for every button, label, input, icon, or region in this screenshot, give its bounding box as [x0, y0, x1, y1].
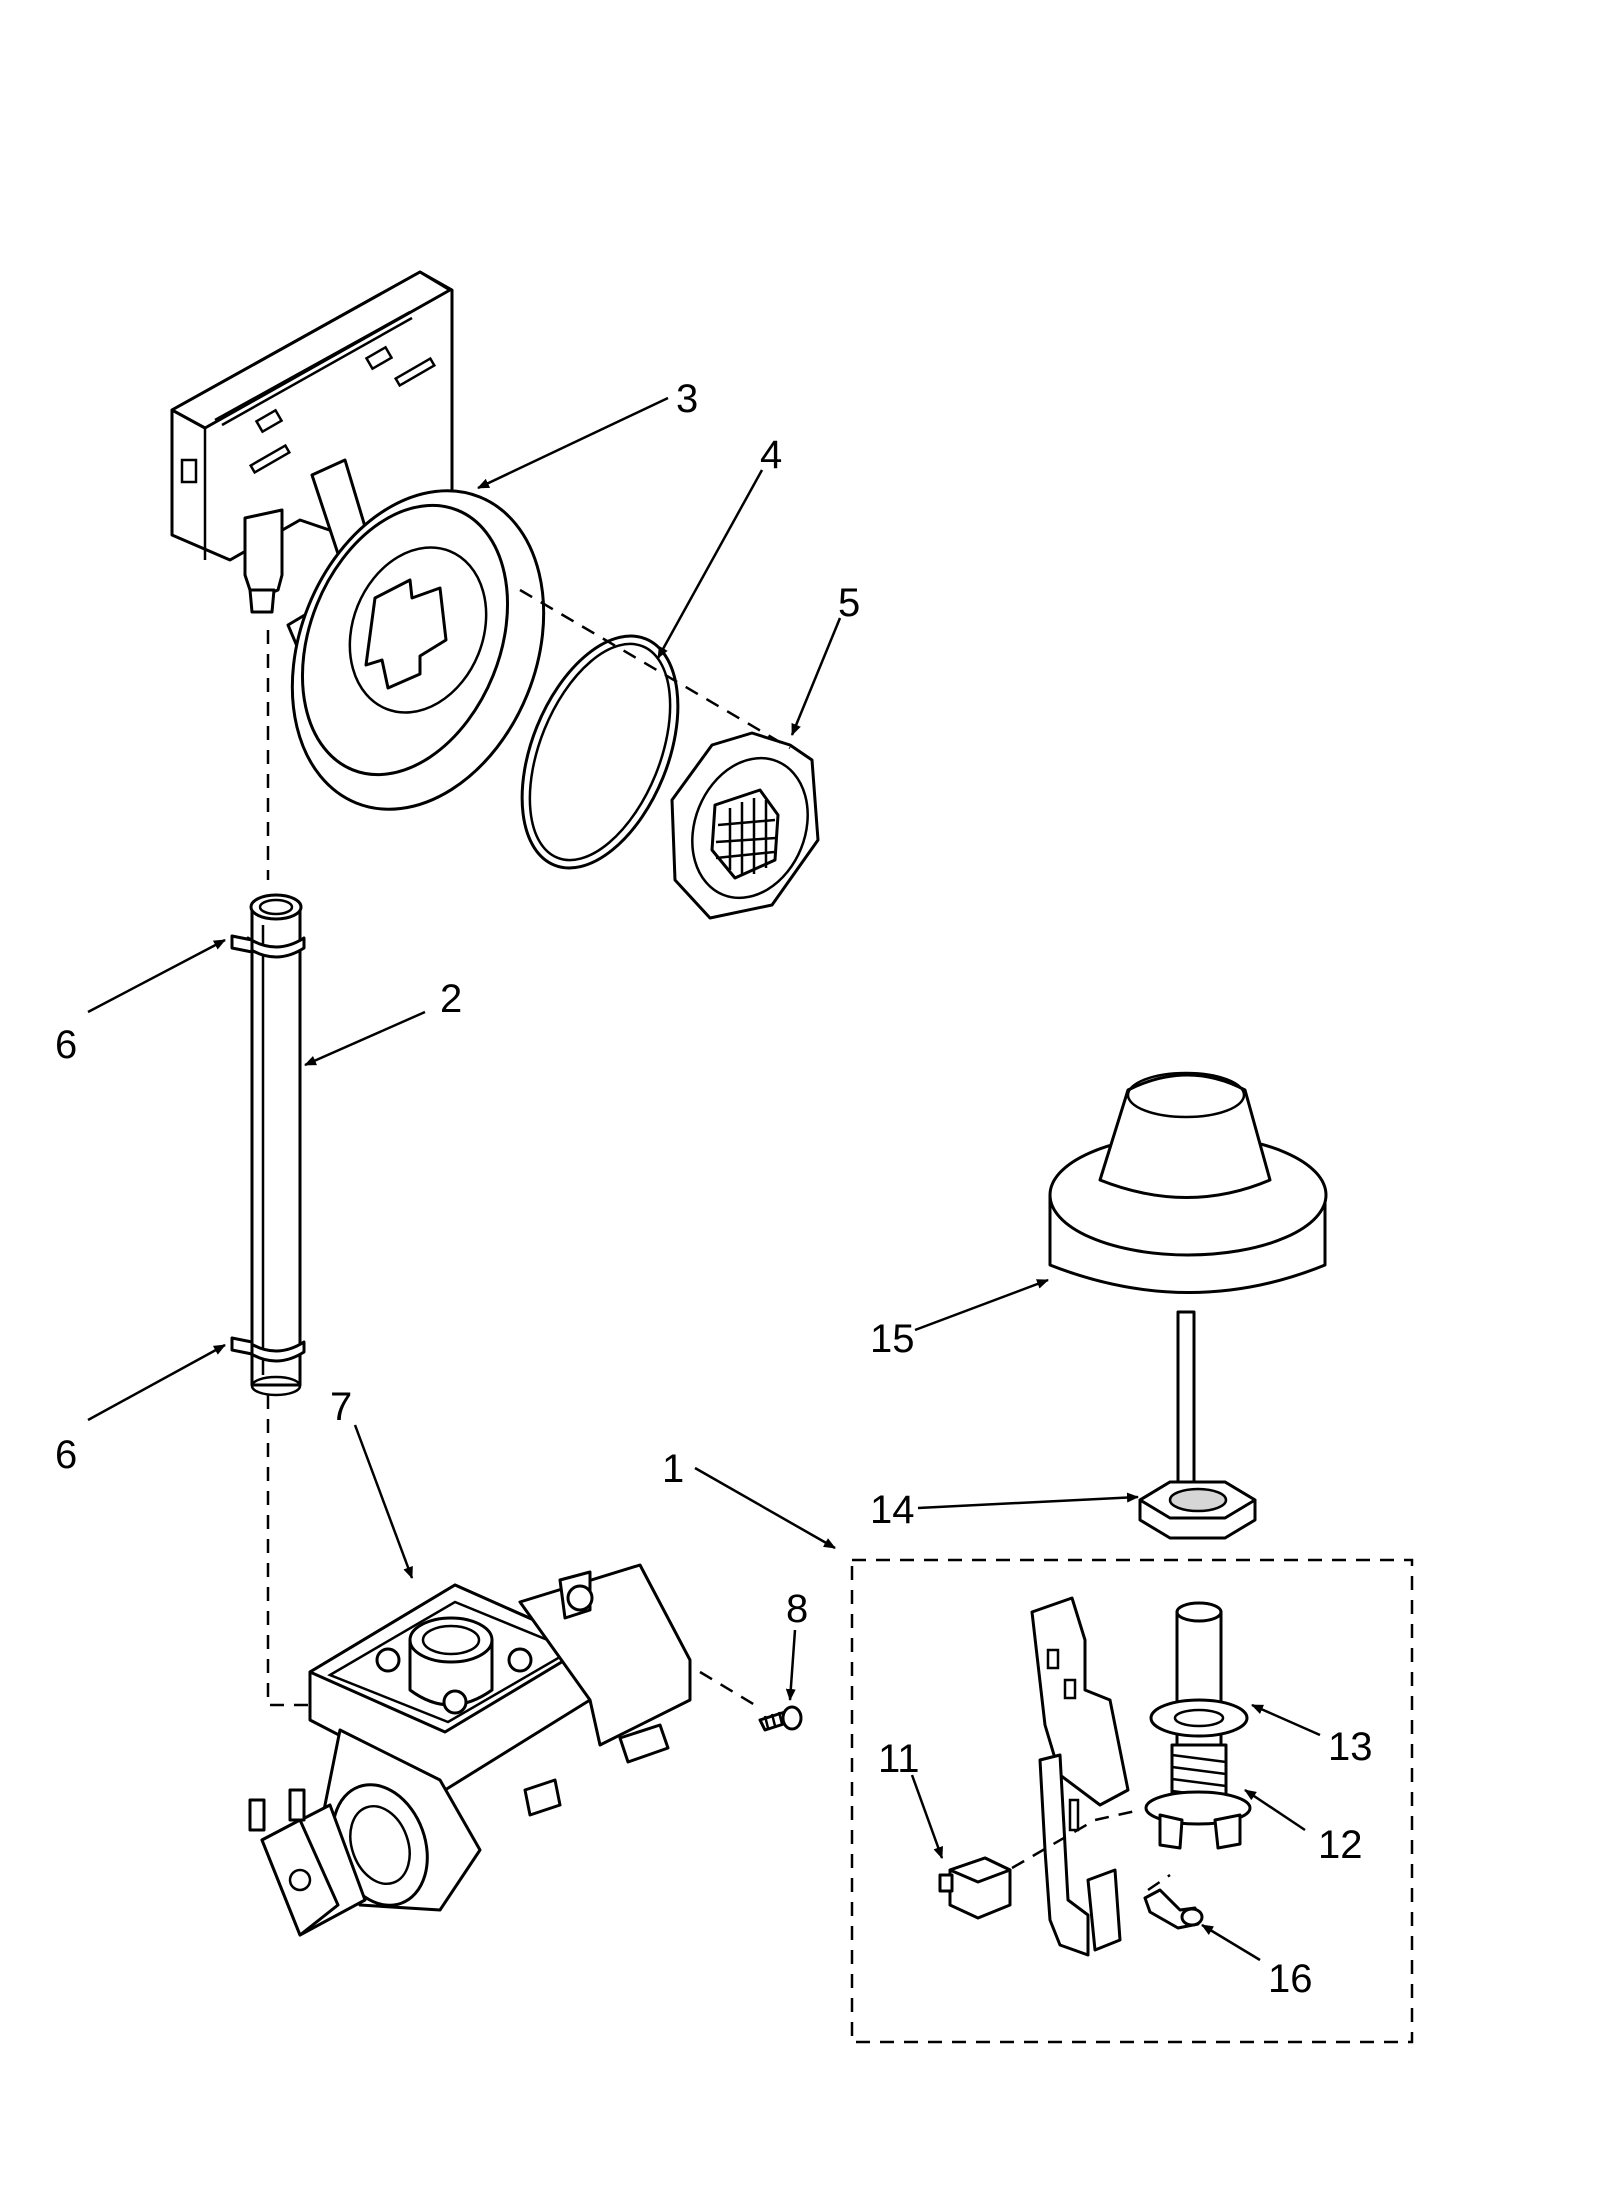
part-16-lever: [1143, 1888, 1204, 1930]
callout-15: 15: [870, 1317, 915, 1361]
callout-14: 14: [870, 1488, 915, 1532]
callout-5: 5: [838, 581, 860, 625]
part-4-gasket-ring: [520, 634, 680, 870]
callout-6-top: 6: [55, 1023, 77, 1067]
callout-13: 13: [1328, 1725, 1373, 1769]
part-12-grommet: [1144, 1743, 1252, 1850]
part-7-valve: [248, 1563, 692, 1937]
part-15-float: [1048, 1071, 1328, 1484]
callout-12: 12: [1318, 1823, 1363, 1867]
callout-6-bottom: 6: [55, 1433, 77, 1477]
part-2-tube: [249, 893, 303, 1397]
leader-lines: [87, 396, 1321, 1962]
part-14-nut: [1138, 1480, 1257, 1540]
part-11-micro-switch: [938, 1856, 1012, 1920]
alignment-line-cap: [519, 588, 791, 750]
callout-2: 2: [440, 977, 462, 1021]
callout-8: 8: [786, 1587, 808, 1631]
part-1-assembly-box: [850, 1558, 1414, 2044]
alignment-line-lever: [1147, 1873, 1171, 1892]
callout-3: 3: [676, 377, 698, 421]
callout-labels: 3 4 5 2 6 6 7 1 8 11 12 13 14 15 16: [55, 377, 1373, 2001]
part-1-switch-bracket: [1030, 1596, 1130, 1957]
callout-1: 1: [662, 1447, 684, 1491]
alignment-line-screw: [699, 1670, 761, 1710]
part-3-disc: [290, 489, 546, 811]
callout-4: 4: [760, 433, 782, 477]
part-13-washer: [1149, 1601, 1249, 1764]
part-6-clamp-bottom: [230, 1336, 306, 1363]
alignment-line-switch: [1011, 1808, 1141, 1870]
part-8-screw: [758, 1705, 803, 1732]
callout-7: 7: [330, 1385, 352, 1429]
callout-11: 11: [878, 1737, 920, 1781]
part-5-filter-cap: [670, 731, 820, 920]
part-6-clamp-top: [230, 934, 306, 959]
callout-16: 16: [1268, 1957, 1313, 2001]
